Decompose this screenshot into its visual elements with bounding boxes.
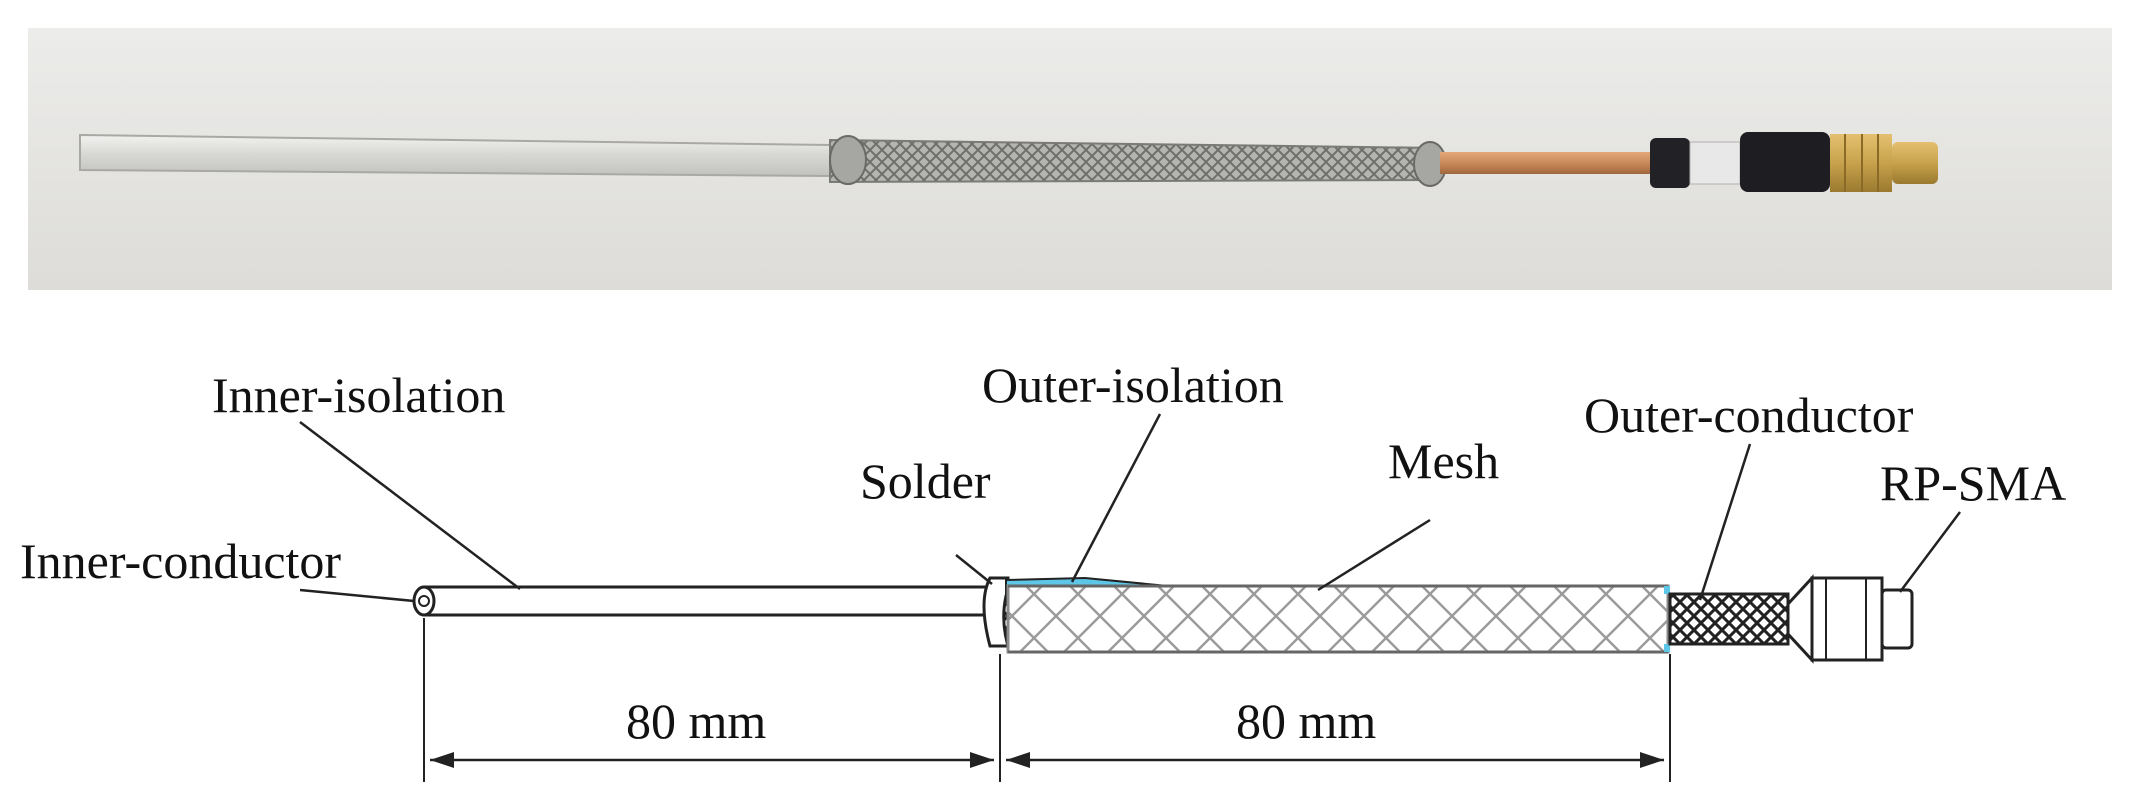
leader-mesh (1317, 518, 1431, 592)
dimension-right (1006, 752, 1664, 768)
outer-conductor-braid (1668, 592, 1790, 646)
label-outer-isolation: Outer-isolation (982, 357, 1284, 413)
label-solder: Solder (860, 453, 991, 509)
label-dimension-right: 80 mm (1236, 693, 1376, 749)
leader-inner-conductor (299, 588, 415, 603)
inner-isolation-rod (422, 585, 992, 617)
dimension-left (430, 752, 994, 768)
label-inner-isolation: Inner-isolation (212, 367, 505, 423)
label-dimension-left: 80 mm (626, 693, 766, 749)
leader-rp-sma (1899, 511, 1961, 593)
mesh-section (1006, 584, 1670, 654)
label-outer-conductor: Outer-conductor (1584, 387, 1914, 443)
leader-solder (955, 554, 993, 585)
label-inner-conductor: Inner-conductor (20, 533, 341, 589)
antenna-diagram: Inner-isolation Outer-isolation Outer-co… (20, 357, 2066, 782)
antenna-photo (28, 28, 2112, 290)
solder-joint (982, 576, 1010, 648)
leader-inner-isolation (299, 421, 521, 590)
leader-outer-conductor (1698, 443, 1752, 601)
leader-outer-isolation (1070, 413, 1162, 583)
label-mesh: Mesh (1388, 433, 1499, 489)
label-rp-sma: RP-SMA (1880, 455, 2066, 511)
rp-sma-connector (1786, 574, 1914, 664)
